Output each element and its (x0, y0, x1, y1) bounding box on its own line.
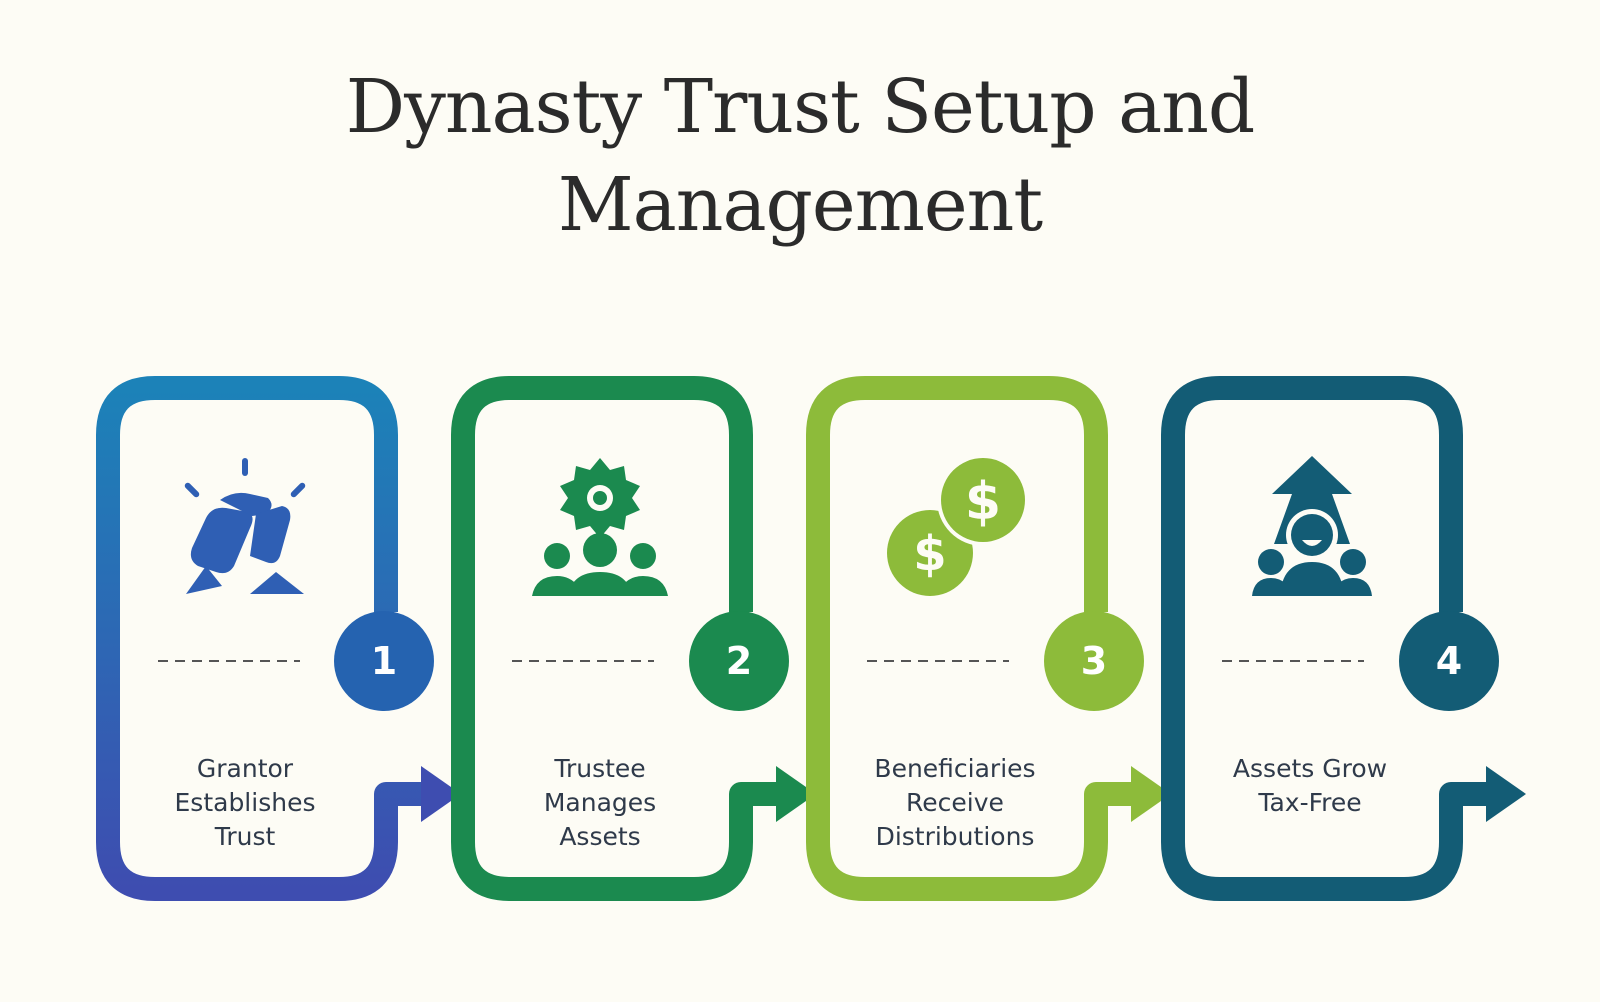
step-4-frame (1161, 376, 1526, 901)
step-4-number: 4 (1435, 639, 1463, 683)
page-title: Dynasty Trust Setup and Management (300, 58, 1300, 254)
growth-people-icon (1252, 456, 1372, 596)
step-4-label-line-1: Assets Grow (1232, 754, 1388, 783)
step-1-arrowhead (421, 766, 461, 822)
step-3-outline (806, 376, 1135, 901)
step-3-number-badge: 3 (1044, 611, 1144, 711)
step-4-arrowhead (1486, 766, 1526, 822)
step-4-outline (1161, 376, 1490, 901)
step-2-number-badge: 2 (689, 611, 789, 711)
step-4-label: Assets Grow Tax-Free (1200, 752, 1420, 820)
step-1-label-line-3: Trust (214, 822, 276, 851)
title-line-1: Dynasty Trust Setup and (345, 64, 1256, 150)
step-3-label-line-1: Beneficiaries (874, 754, 1036, 783)
handshake-icon (184, 458, 306, 594)
step-2-label-line-3: Assets (559, 822, 641, 851)
step-2-arrowhead (776, 766, 816, 822)
step-3-label: Beneficiaries Receive Distributions (845, 752, 1065, 854)
step-2-number: 2 (725, 639, 753, 683)
step-3-label-line-2: Receive (906, 788, 1004, 817)
step-3-label-line-3: Distributions (875, 822, 1035, 851)
step-2-outline (451, 376, 780, 901)
step-2-label-line-1: Trustee (554, 754, 646, 783)
step-1-number-badge: 1 (334, 611, 434, 711)
step-1-number: 1 (370, 639, 398, 683)
step-3-frame (806, 376, 1171, 901)
title-line-2: Management (557, 162, 1043, 248)
step-4-number-badge: 4 (1399, 611, 1499, 711)
gear-people-icon (532, 458, 668, 596)
step-1-frame (96, 376, 461, 901)
step-3-number: 3 (1080, 639, 1108, 683)
step-1-outline (96, 376, 425, 901)
step-2-frame (451, 376, 816, 901)
dollar-coins-icon: $ $ (887, 454, 1029, 596)
step-2-label-line-2: Manages (543, 788, 657, 817)
step-1-label-line-1: Grantor (196, 754, 294, 783)
step-2-label: Trustee Manages Assets (490, 752, 710, 854)
step-1-label: Grantor Establishes Trust (135, 752, 355, 854)
svg-text:$: $ (965, 472, 1001, 532)
step-4-label-line-2: Tax-Free (1258, 788, 1362, 817)
step-3-arrowhead (1131, 766, 1171, 822)
step-1-label-line-2: Establishes (174, 788, 316, 817)
svg-text:$: $ (913, 526, 946, 582)
